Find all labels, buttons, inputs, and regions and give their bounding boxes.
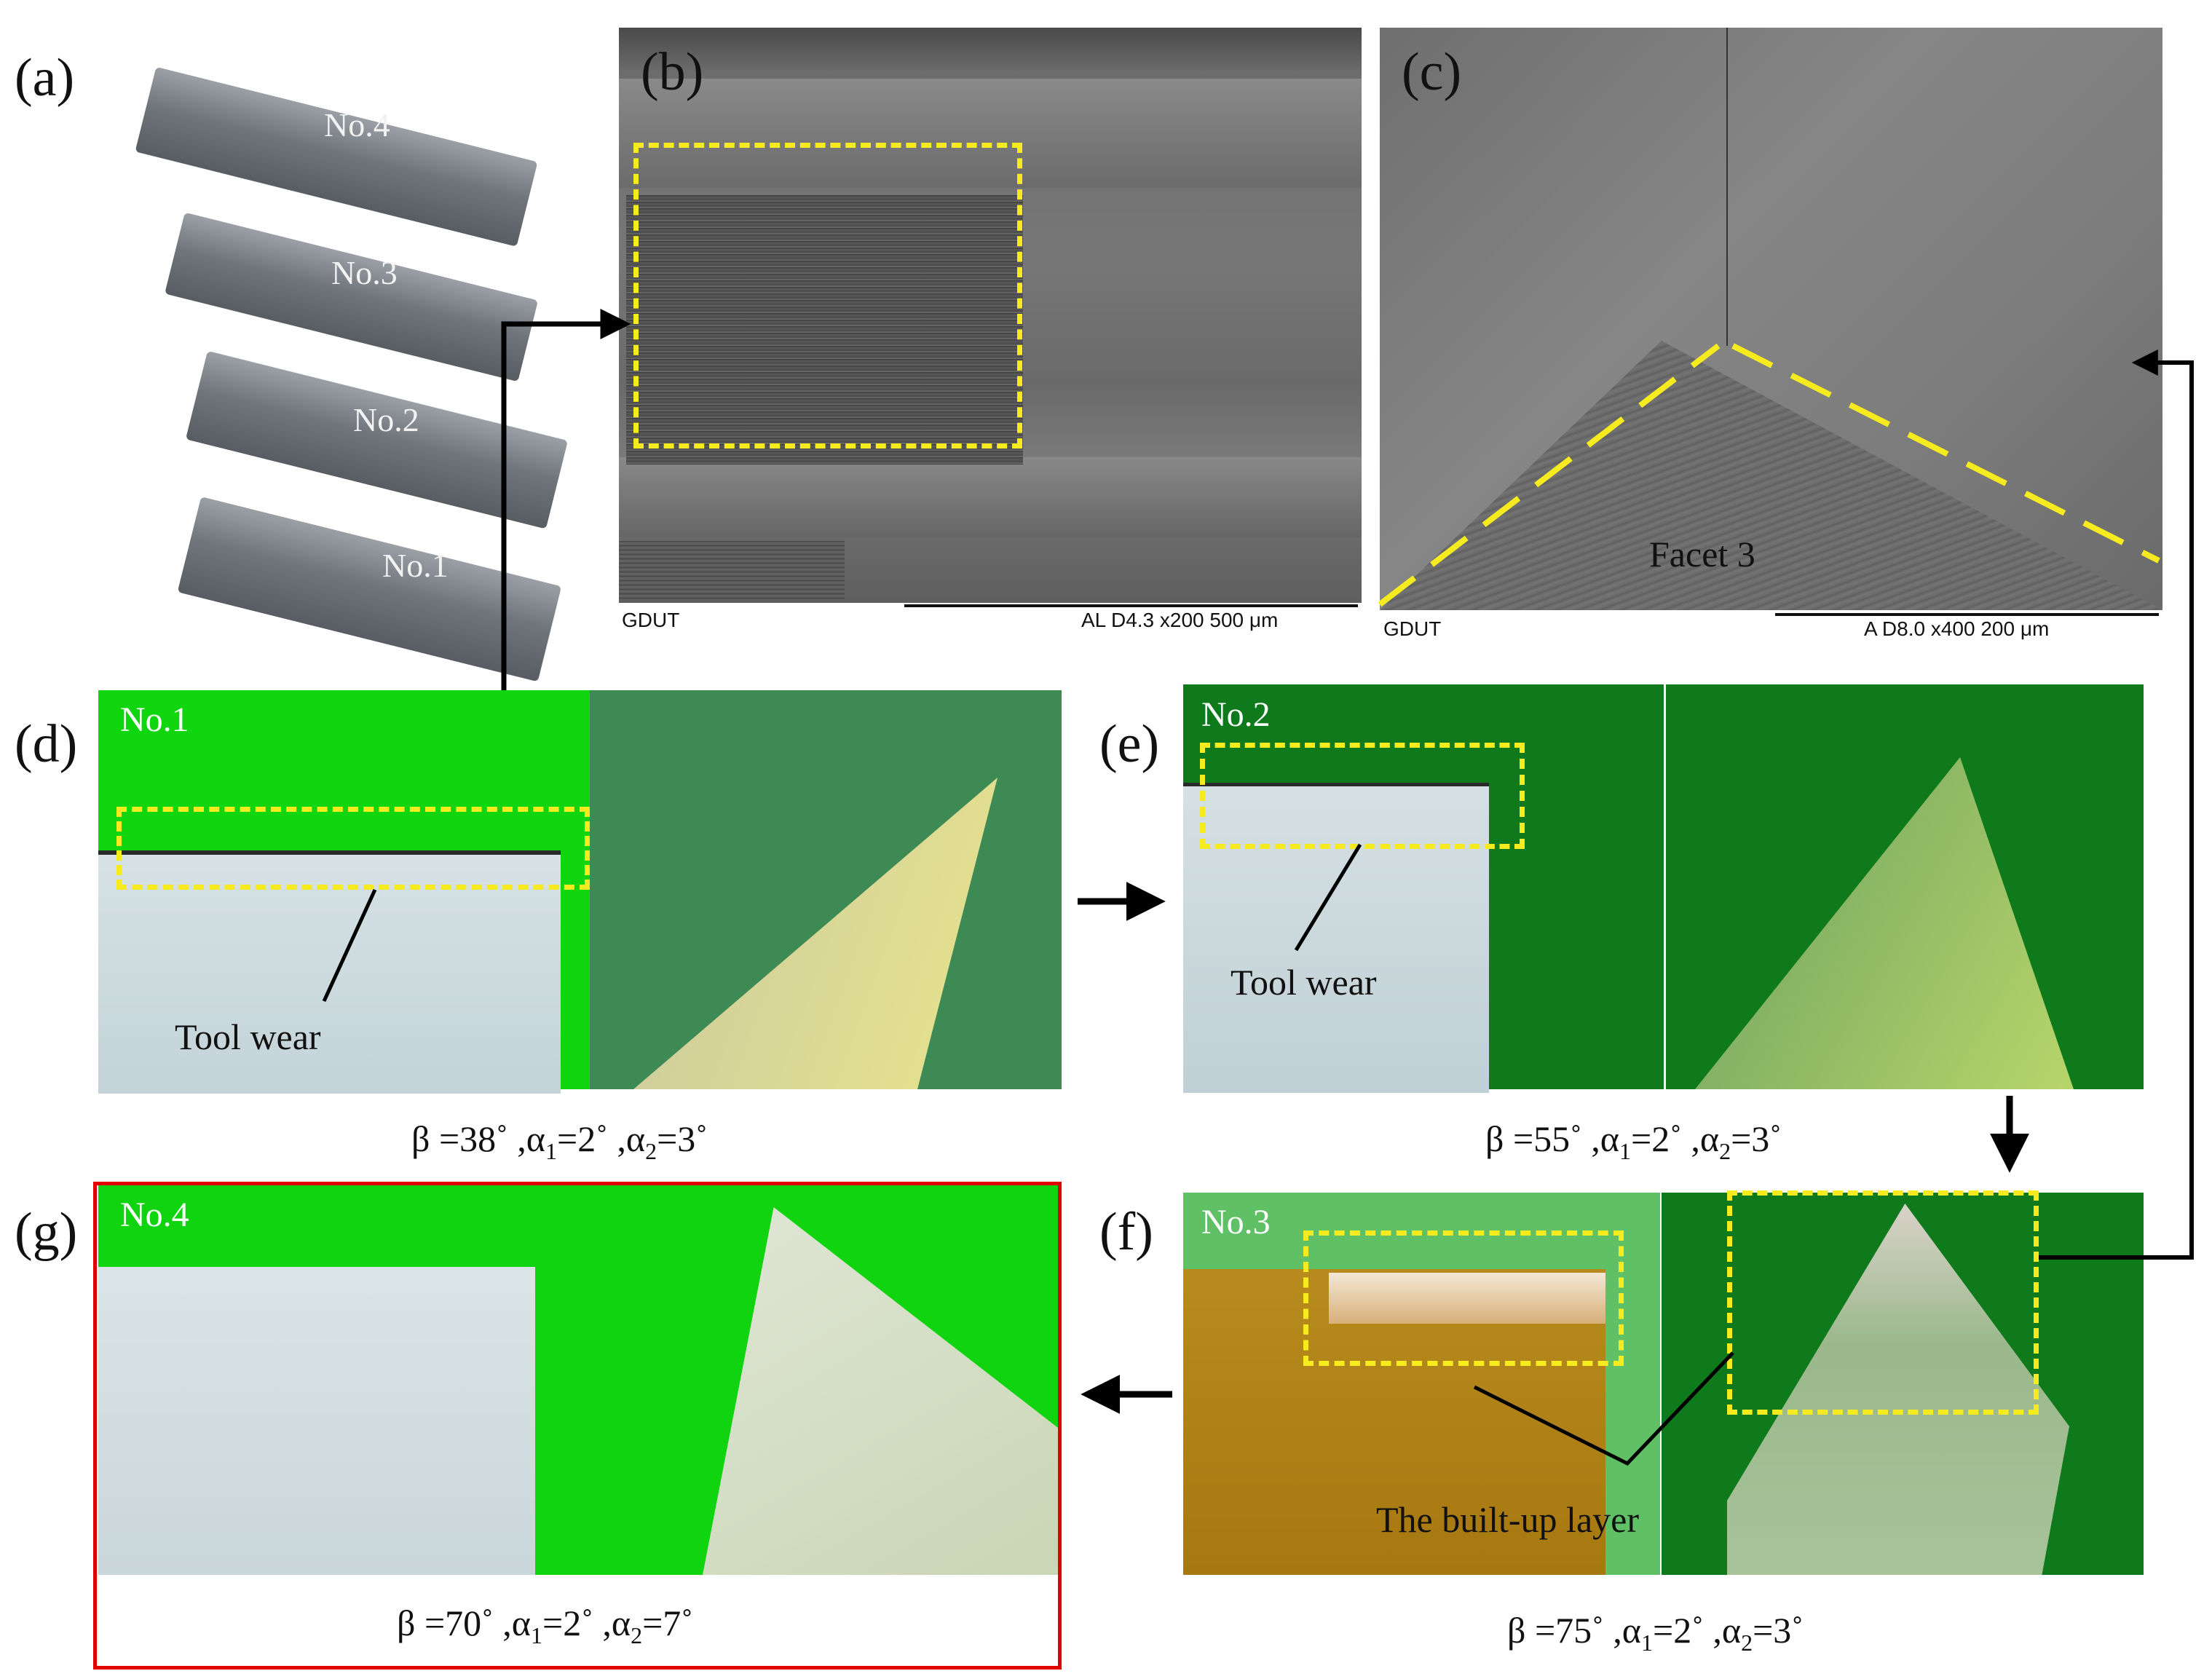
panel-f-tag: No.3	[1201, 1203, 1271, 1241]
panel-g-alpha1: 2˚	[563, 1603, 593, 1643]
panel-label-c: (c)	[1402, 42, 1462, 102]
panel-f-pointer-lines	[1473, 1351, 1734, 1466]
panel-g-alpha2: 7˚	[663, 1603, 693, 1643]
sem-b-scratch-lower	[619, 541, 845, 599]
panel-e-annotation: Tool wear	[1231, 962, 1377, 1003]
panel-label-d: (d)	[15, 714, 78, 774]
d-rake-face	[98, 850, 561, 1094]
panel-e-pointer-line	[1294, 843, 1362, 952]
panel-e-alpha1: 2˚	[1651, 1118, 1682, 1159]
sem-b-groove-lower	[619, 457, 1362, 537]
sem-image-b	[619, 28, 1362, 603]
sem-c-logo: GDUT	[1383, 617, 1442, 640]
panel-e-highlight-box	[1200, 743, 1525, 849]
sem-image-c	[1380, 28, 2162, 610]
panel-f-caption: β =75˚ ,α1=2˚ ,α2=3˚	[1507, 1610, 1804, 1656]
panel-g-red-frame	[93, 1182, 1062, 1670]
panel-d-highlight-box	[116, 807, 590, 890]
panel-f-alpha1: 2˚	[1673, 1610, 1704, 1651]
panel-e-caption: β =55˚ ,α1=2˚ ,α2=3˚	[1485, 1118, 1782, 1164]
panel-f-annotation: The built-up layer	[1376, 1499, 1639, 1540]
panel-d-pointer-line	[322, 888, 377, 1003]
panel-d-alpha1: 2˚	[577, 1118, 608, 1159]
panel-f-highlight-box-side	[1727, 1190, 2039, 1415]
micrograph-e-side	[1666, 684, 2144, 1089]
panel-d-alpha2: 3˚	[677, 1118, 708, 1159]
tool-label-no2: No.2	[353, 401, 419, 438]
panel-e-beta: β =55˚	[1485, 1118, 1582, 1159]
panel-g-beta: β =70˚	[397, 1603, 494, 1643]
sem-b-scale-text: AL D4.3 x200 500 μm	[1081, 609, 1279, 631]
panel-f-alpha2: 3˚	[1773, 1610, 1804, 1651]
sem-b-info-bar	[619, 603, 1362, 636]
panel-label-g: (g)	[15, 1202, 78, 1262]
tool-label-no1: No.1	[382, 547, 449, 584]
sem-b-groove-upper	[619, 79, 1362, 188]
panel-label-b: (b)	[641, 42, 704, 102]
g-rake-face	[98, 1267, 535, 1575]
arrow-d-to-b	[501, 309, 631, 690]
panel-e-alpha2: 3˚	[1751, 1118, 1782, 1159]
sem-c-facet-edges	[1378, 28, 2160, 607]
f-built-up-deposit	[1329, 1273, 1605, 1324]
panel-d-tag: No.1	[120, 700, 189, 739]
panel-label-e: (e)	[1099, 714, 1160, 774]
panel-f-beta: β =75˚	[1507, 1610, 1604, 1651]
micrograph-e-front	[1183, 684, 1664, 1093]
micrograph-g	[98, 1185, 1058, 1575]
panel-d-caption: β =38˚ ,α1=2˚ ,α2=3˚	[411, 1118, 708, 1164]
panel-d-annotation: Tool wear	[175, 1016, 321, 1057]
panel-g-tag: No.4	[120, 1196, 189, 1234]
panel-f-highlight-box-front	[1303, 1230, 1624, 1366]
sem-b-logo: GDUT	[622, 609, 680, 631]
panel-e-tag: No.2	[1201, 695, 1271, 734]
panel-d-beta: β =38˚	[411, 1118, 508, 1159]
sem-b-scratch-region	[626, 195, 1023, 465]
sem-c-facet-label: Facet 3	[1649, 534, 1755, 574]
sem-c-scale-text: A D8.0 x400 200 μm	[1864, 617, 2050, 640]
micrograph-d-side	[590, 690, 1062, 1089]
tool-label-no4: No.4	[324, 106, 390, 143]
micrograph-f-front	[1183, 1193, 1660, 1575]
panel-label-f: (f)	[1099, 1202, 1153, 1262]
tool-label-no3: No.3	[331, 254, 398, 291]
arrow-f-to-c	[2039, 349, 2194, 1260]
sem-b-highlight-box	[633, 143, 1022, 449]
e-rake-face	[1183, 783, 1489, 1093]
panel-label-a: (a)	[15, 48, 75, 108]
tools-photo: No.4 No.3 No.2 No.1	[102, 44, 568, 682]
micrograph-d-front	[98, 690, 590, 1094]
panel-g-caption: β =70˚ ,α1=2˚ ,α2=7˚	[397, 1603, 693, 1648]
